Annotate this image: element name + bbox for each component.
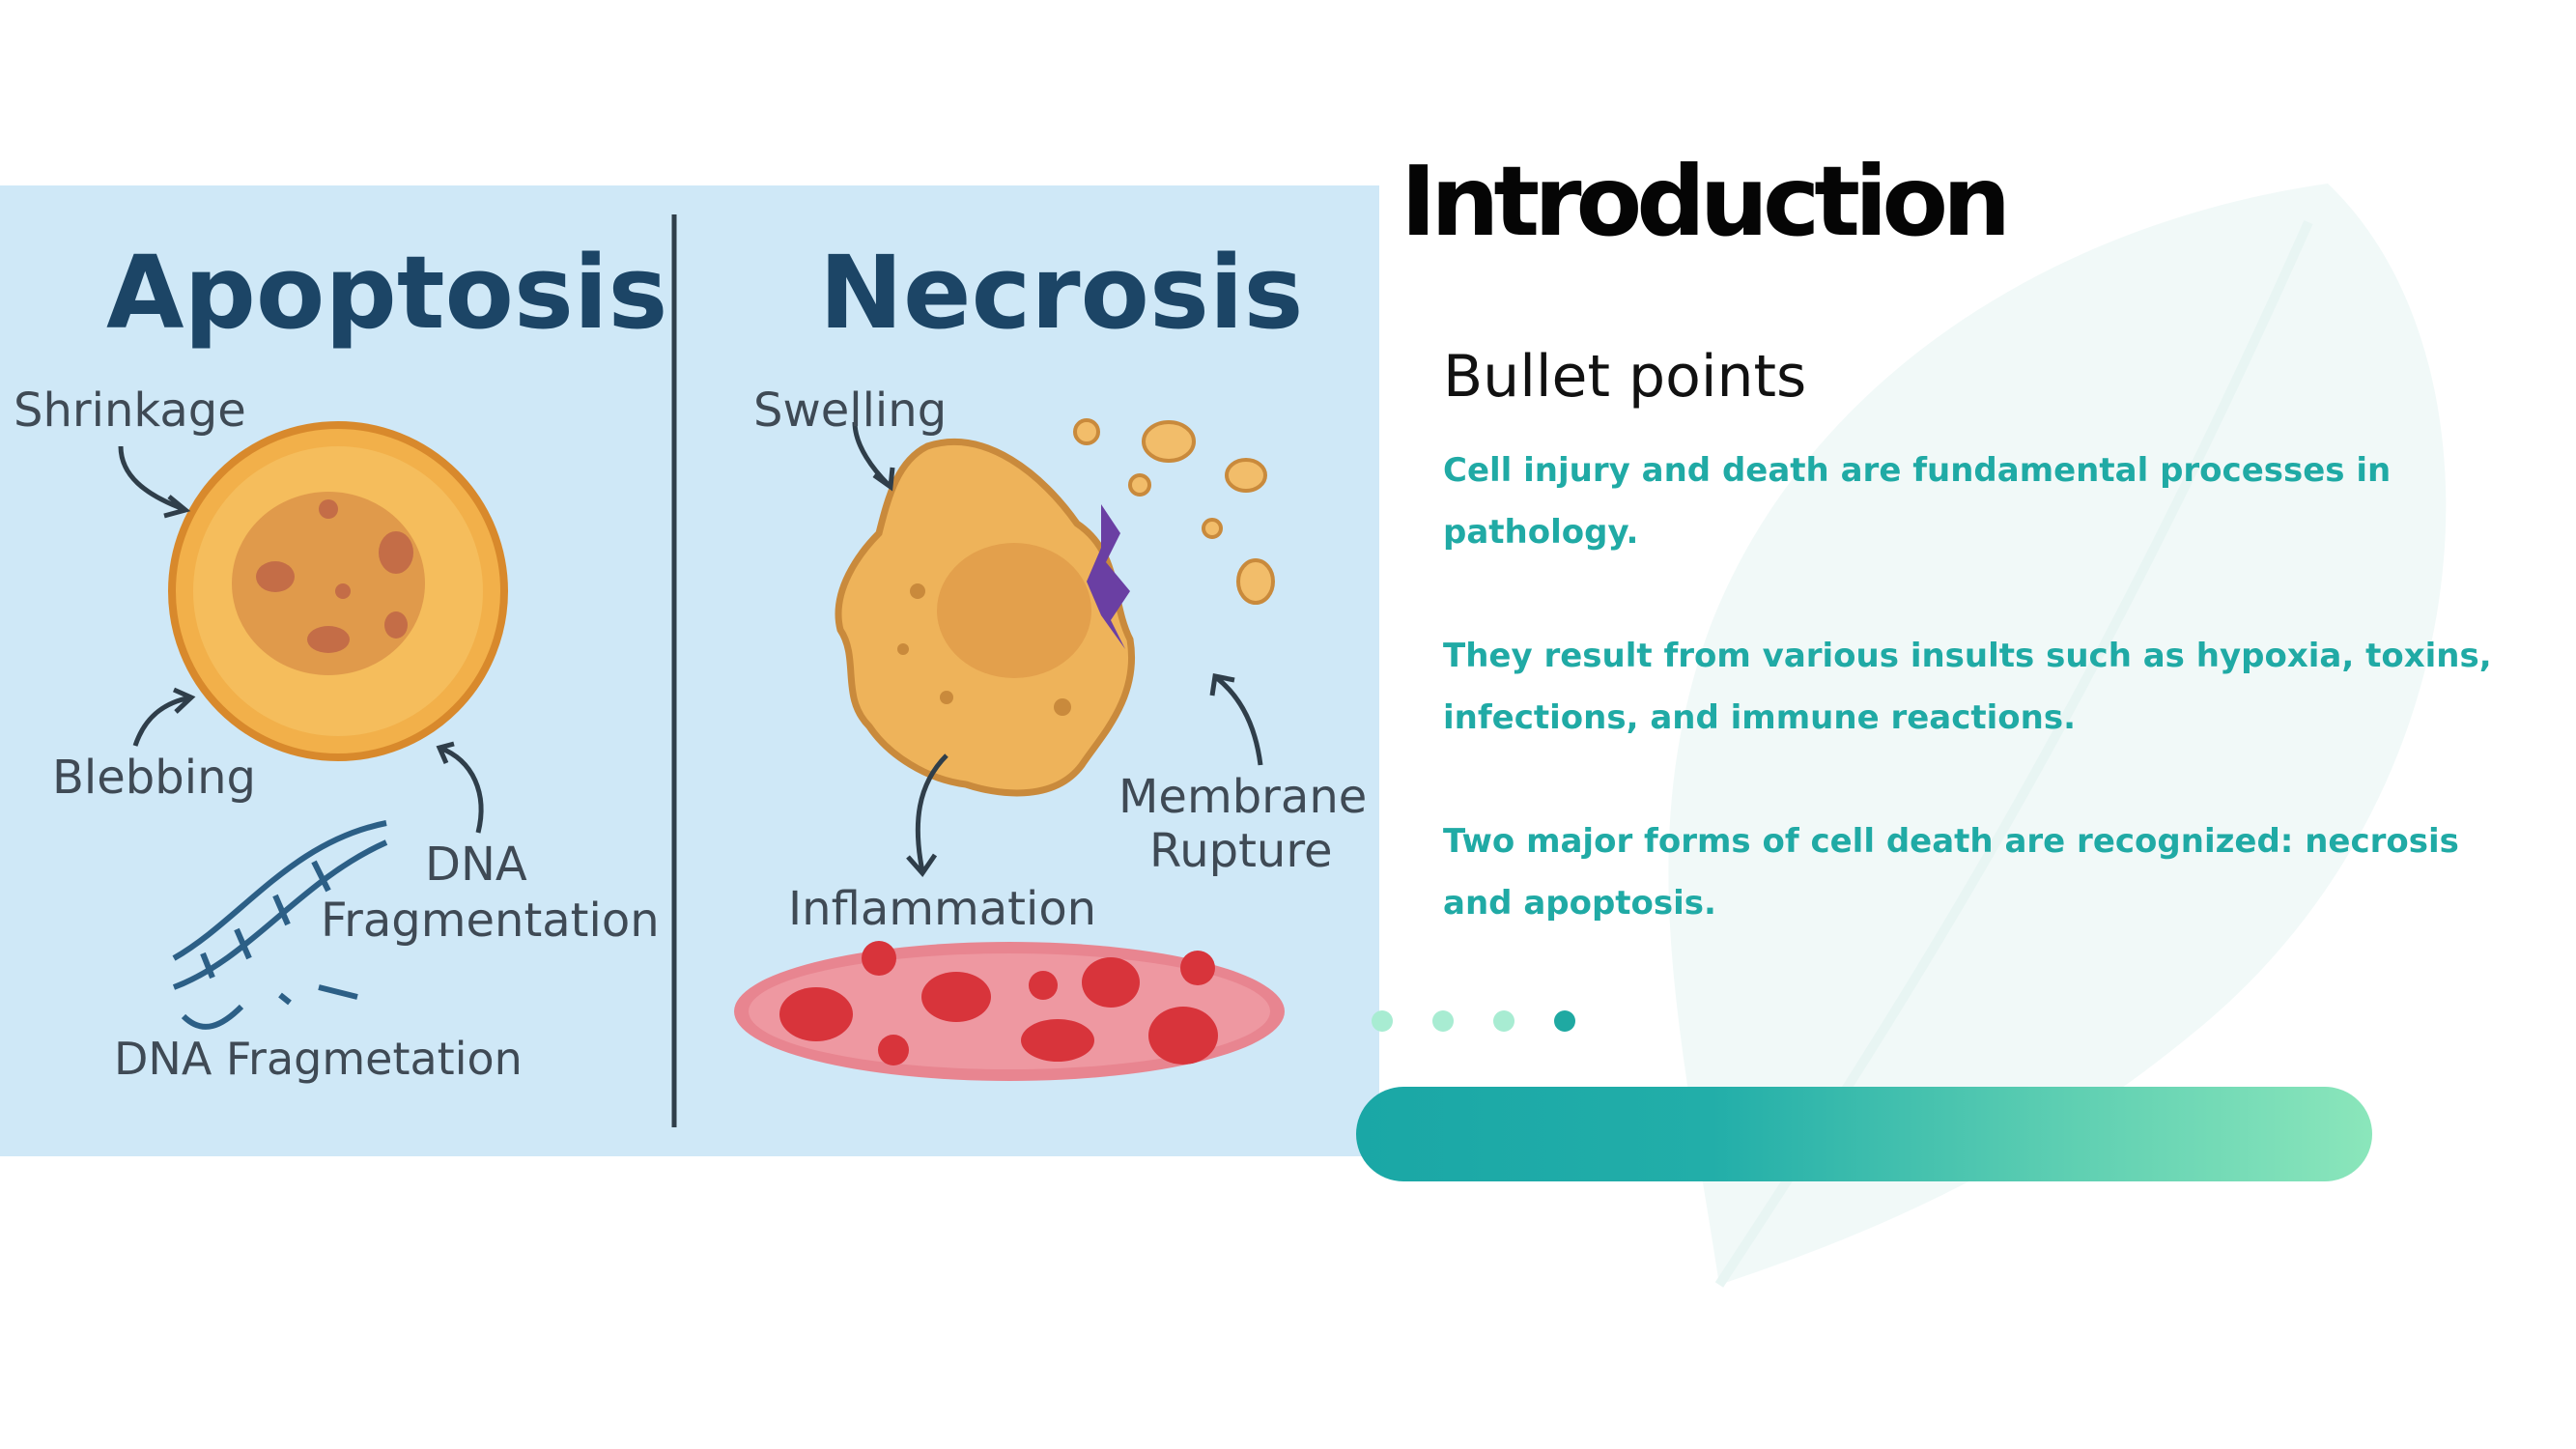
membrane-label: Membrane [1118, 770, 1368, 824]
apoptosis-arrows [118, 445, 484, 834]
bullet-item: Two major forms of cell death are recogn… [1443, 822, 2459, 923]
apoptosis-heading: Apoptosis [106, 234, 668, 352]
shrinkage-label: Shrinkage [14, 384, 246, 438]
inflammation-label: Inflammation [788, 882, 1097, 936]
pager-dot[interactable] [1372, 1010, 1393, 1032]
slide-title: Introduction [1401, 145, 2011, 258]
bullet-item: They result from various insults such as… [1443, 637, 2492, 737]
pager-dot[interactable] [1493, 1010, 1514, 1032]
rupture-label: Rupture [1149, 824, 1333, 878]
bullet-list: Cell injury and death are fundamental pr… [1443, 440, 2496, 996]
decorative-gradient-bar [1356, 1087, 2372, 1181]
dna-label: DNA [425, 838, 527, 892]
fragmentation-label: Fragmentation [321, 894, 660, 948]
apoptotic-cell [168, 421, 508, 761]
pager-dot[interactable] [1554, 1010, 1575, 1032]
illustration-artwork [118, 214, 1285, 1127]
necrosis-heading: Necrosis [819, 234, 1304, 352]
apoptosis-necrosis-illustration: Apoptosis Necrosis Shrinkage Blebbing DN… [0, 185, 1379, 1156]
inflammation-blood-cells [734, 941, 1285, 1081]
bullet-item: Cell injury and death are fundamental pr… [1443, 451, 2392, 552]
slide-subtitle: Bullet points [1443, 343, 1807, 411]
dna-fragmetation-label: DNA Fragmetation [114, 1033, 523, 1085]
necrotic-cell [835, 418, 1275, 797]
necrosis-arrows [852, 421, 1263, 878]
blebbing-label: Blebbing [52, 751, 256, 805]
dna-helix [172, 820, 388, 1030]
pager-dot[interactable] [1432, 1010, 1454, 1032]
swelling-label: Swelling [753, 384, 948, 438]
